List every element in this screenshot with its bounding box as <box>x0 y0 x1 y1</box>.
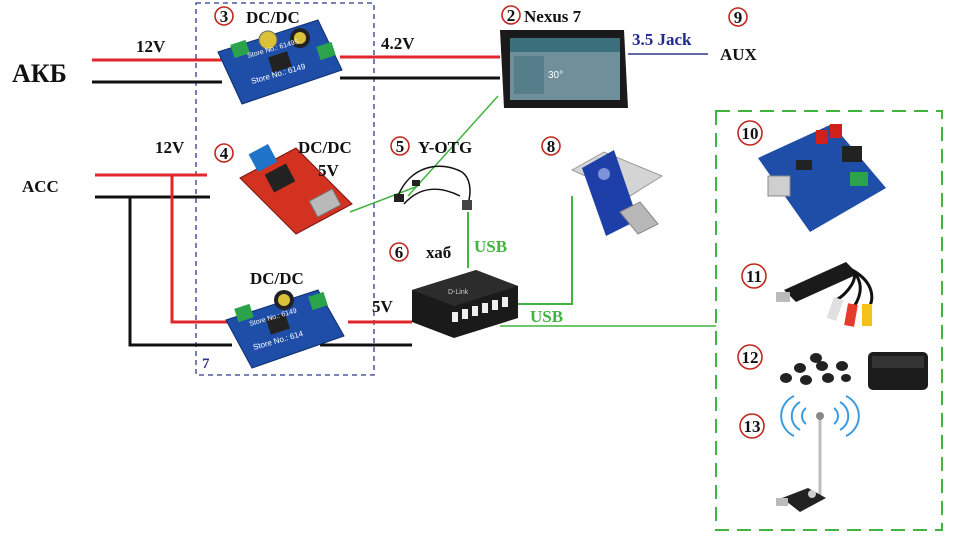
hub-label: хаб <box>426 243 451 262</box>
dcdc-4-label: DC/DC <box>298 138 352 157</box>
usb-devices-box <box>715 110 943 531</box>
acc-label: ACC <box>22 177 59 196</box>
parking-sensors <box>780 352 928 390</box>
aux-label: AUX <box>720 45 758 64</box>
marker-11: 11 <box>741 263 767 289</box>
otg-to-nexus-line <box>407 95 499 197</box>
svg-text:4: 4 <box>220 144 229 163</box>
y-otg-cable <box>394 165 472 210</box>
svg-text:2: 2 <box>507 6 516 25</box>
dcdc-3-label: DC/DC <box>246 8 300 27</box>
marker-5: 5 <box>390 136 410 156</box>
hub-brand: D-Link <box>448 289 469 296</box>
marker-6: 6 <box>389 242 409 262</box>
dcdc-module-top: Store No.: 61495 Store No.: 6149 <box>217 19 343 105</box>
svg-text:13: 13 <box>744 417 761 436</box>
marker-3: 3 <box>214 6 234 26</box>
usb-flash-drive <box>570 150 664 236</box>
jack-label: 3.5 Jack <box>632 30 692 49</box>
tablet-temp: 30° <box>548 70 563 81</box>
usb-video-capture <box>776 262 874 327</box>
voltage-12v-mid: 12V <box>155 138 185 157</box>
nexus-label: Nexus 7 <box>524 7 582 26</box>
dcdc-module-middle <box>239 144 353 235</box>
svg-text:8: 8 <box>547 137 556 156</box>
svg-text:5: 5 <box>396 137 405 156</box>
voltage-42v: 4.2V <box>381 34 415 53</box>
voltage-5v-bottom: 5V <box>372 297 394 316</box>
hub-to-flash-line <box>512 196 573 305</box>
akb-label: АКБ <box>12 59 67 88</box>
usb-right-label: USB <box>530 307 563 326</box>
marker-10: 10 <box>737 120 763 146</box>
dcdc4-to-otg-line <box>349 185 419 213</box>
acc-red-branch <box>170 175 232 324</box>
sound-card-module <box>758 124 886 232</box>
dcdc-group-box <box>195 2 375 376</box>
dcdc-bottom-label: DC/DC <box>250 269 304 288</box>
marker-13: 13 <box>739 413 765 439</box>
svg-text:3: 3 <box>220 7 229 26</box>
marker-4: 4 <box>214 143 234 163</box>
nexus7-tablet: 30° <box>500 30 628 108</box>
dcdc-module-bottom: Store No.: 6149 Store No.: 614 <box>225 289 345 369</box>
marker-9: 9 <box>728 7 748 27</box>
usb-hub: D-Link <box>412 270 518 338</box>
svg-text:11: 11 <box>746 267 762 286</box>
svg-text:9: 9 <box>734 8 743 27</box>
box-7-label: 7 <box>202 356 210 372</box>
acc-black-branch <box>128 197 232 347</box>
svg-text:12: 12 <box>742 348 759 367</box>
dcdc-4-voltage: 5V <box>318 161 340 180</box>
y-otg-label: Y-OTG <box>418 138 472 157</box>
marker-12: 12 <box>737 344 763 370</box>
svg-text:6: 6 <box>395 243 404 262</box>
svg-text:10: 10 <box>742 124 759 143</box>
dvb-tuner-antenna <box>776 395 860 512</box>
usb-vertical-label: USB <box>474 237 507 256</box>
marker-2: 2 <box>501 5 521 25</box>
voltage-12v-top: 12V <box>136 37 166 56</box>
marker-8: 8 <box>541 136 561 156</box>
